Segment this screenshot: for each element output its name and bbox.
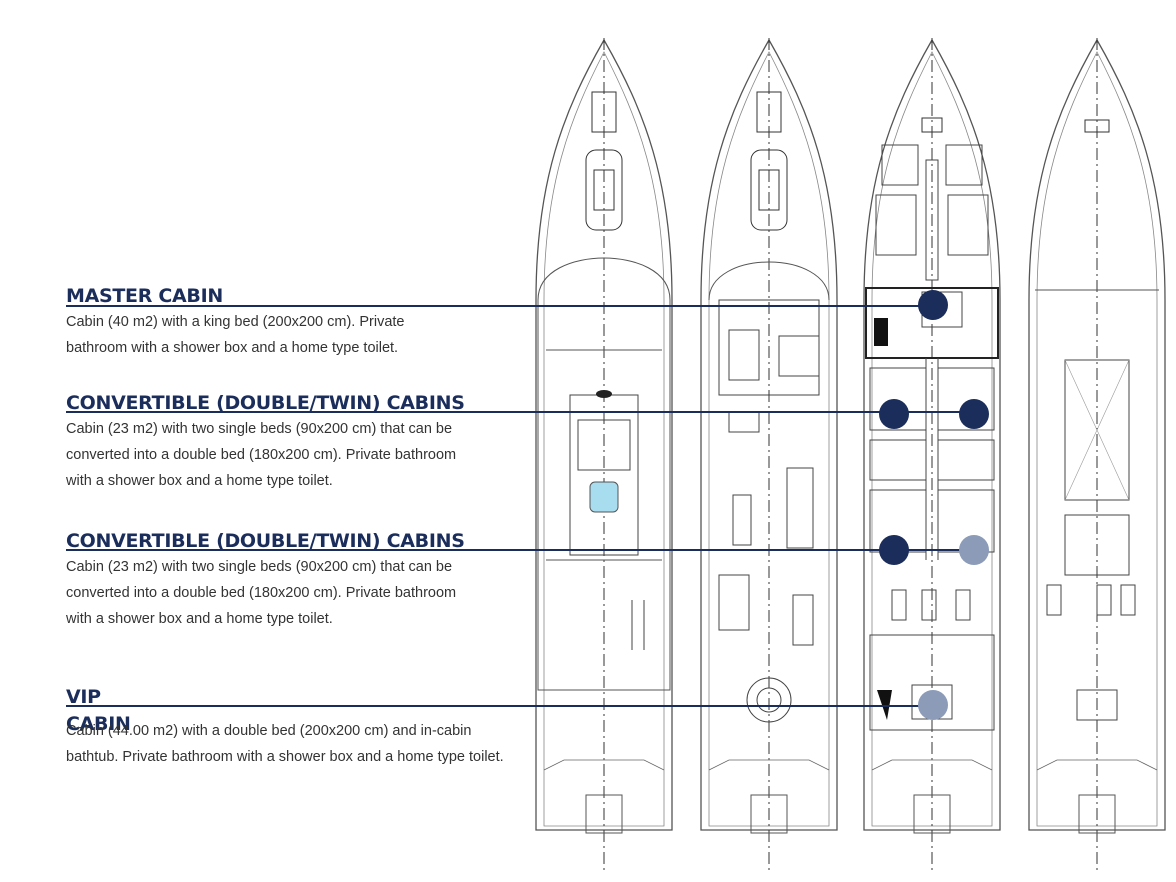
vip-cabin-pointer-line — [66, 705, 934, 707]
vip-cabin-heading: VIP CABIN — [66, 686, 131, 735]
vip-cabin-section: VIP CABIN Cabin (44.00 m2) with a double… — [66, 684, 536, 770]
vip-cabin-description: Cabin (44.00 m2) with a double bed (200x… — [66, 723, 504, 765]
master-cabin-marker — [918, 290, 948, 320]
master-cabin-description: Cabin (40 m2) with a king bed (200x200 c… — [66, 314, 405, 356]
convertible-cabins-heading-1: CONVERTIBLE (DOUBLE/TWIN) CABINS — [66, 392, 465, 414]
convertible-cabins-description-1: Cabin (23 m2) with two single beds (90x2… — [66, 421, 457, 489]
upper-deck-plan — [1028, 37, 1166, 871]
master-cabin-section: MASTER CABIN Cabin (40 m2) with a king b… — [66, 285, 536, 361]
vip-cabin-marker — [918, 690, 948, 720]
convertible-cabin-marker-starboard-1 — [959, 399, 989, 429]
convertible-cabins-heading-2: CONVERTIBLE (DOUBLE/TWIN) CABINS — [66, 530, 465, 552]
convertible-cabin-marker-starboard-2 — [959, 535, 989, 565]
convertible-cabins-section-2: CONVERTIBLE (DOUBLE/TWIN) CABINS Cabin (… — [66, 530, 536, 632]
convertible-cabins-section-1: CONVERTIBLE (DOUBLE/TWIN) CABINS Cabin (… — [66, 392, 536, 494]
main-deck-plan — [700, 37, 838, 871]
convertible-cabins-2-pointer-line — [66, 549, 976, 551]
convertible-cabins-description-2: Cabin (23 m2) with two single beds (90x2… — [66, 559, 457, 627]
convertible-cabin-marker-port-1 — [879, 399, 909, 429]
lower-deck-plan — [863, 37, 1001, 871]
convertible-cabins-1-pointer-line — [66, 411, 976, 413]
master-cabin-heading: MASTER CABIN — [66, 285, 223, 307]
master-cabin-pointer-line — [66, 305, 934, 307]
convertible-cabin-marker-port-2 — [879, 535, 909, 565]
sun-deck-plan — [535, 37, 673, 871]
